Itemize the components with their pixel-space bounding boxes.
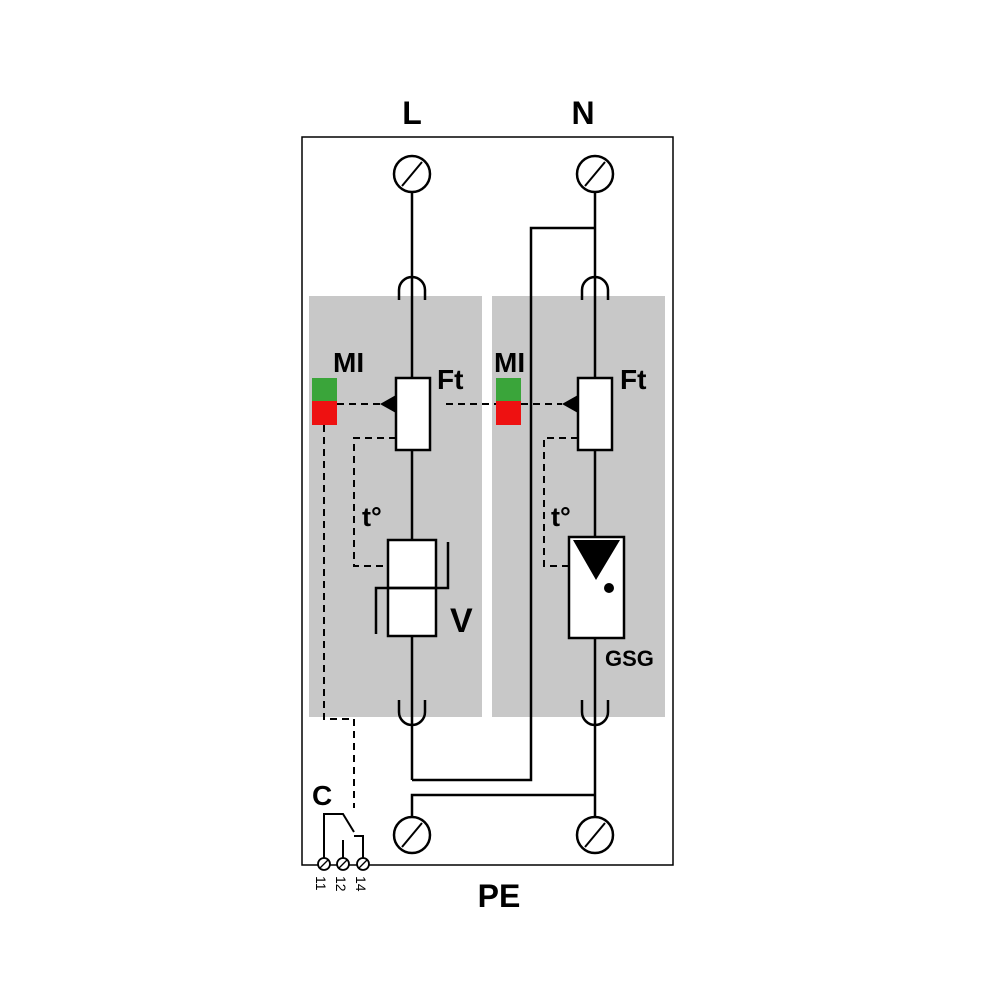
terminal-label-n: N bbox=[571, 95, 594, 131]
right-path-wires bbox=[580, 192, 610, 817]
gas-spark-gap-icon bbox=[567, 535, 626, 640]
contact-pin-label-11: 11 bbox=[313, 876, 329, 891]
right-indicator-green bbox=[496, 378, 521, 401]
contact-pin-terminals bbox=[317, 857, 370, 871]
remote-contact-switch bbox=[323, 813, 364, 858]
right-thermal-link bbox=[543, 437, 578, 567]
left-module-block bbox=[309, 296, 482, 717]
terminal-label-l: L bbox=[402, 95, 422, 131]
right-indicator-red bbox=[496, 401, 521, 425]
right-thermal-fuse bbox=[576, 376, 614, 452]
left-thermal-fuse bbox=[394, 376, 432, 452]
left-fuse-label: Ft bbox=[437, 364, 463, 395]
pe-bus-wire bbox=[410, 793, 595, 817]
screw-terminal-pe-left bbox=[392, 815, 432, 855]
right-thermal-label: t° bbox=[551, 502, 571, 532]
left-indicator-label: MI bbox=[333, 347, 364, 378]
contact-pin-label-12: 12 bbox=[333, 876, 349, 892]
right-fuse-label: Ft bbox=[620, 364, 646, 395]
contact-pin-label-14: 14 bbox=[353, 876, 369, 892]
gsg-label: GSG bbox=[605, 646, 654, 671]
contact-label: C bbox=[312, 780, 332, 811]
remote-contact-link bbox=[323, 425, 355, 808]
screw-terminal-n bbox=[575, 154, 615, 194]
right-indicator-label: MI bbox=[494, 347, 525, 378]
n-to-l-bridge-wire bbox=[412, 226, 595, 782]
left-disconnector-arrow-icon bbox=[380, 395, 396, 413]
left-thermal-link bbox=[353, 437, 396, 567]
screw-terminal-l bbox=[392, 154, 432, 194]
screw-terminal-pe-right bbox=[575, 815, 615, 855]
left-path-wires bbox=[397, 192, 427, 780]
left-thermal-label: t° bbox=[362, 502, 382, 532]
right-disconnector-arrow-icon bbox=[562, 395, 578, 413]
device-enclosure bbox=[301, 136, 674, 866]
left-indicator-green bbox=[312, 378, 337, 401]
varistor-icon bbox=[374, 538, 450, 638]
right-module-block bbox=[492, 296, 665, 717]
left-indicator-red bbox=[312, 401, 337, 425]
varistor-label: V bbox=[450, 602, 473, 640]
terminal-label-pe: PE bbox=[478, 878, 521, 914]
